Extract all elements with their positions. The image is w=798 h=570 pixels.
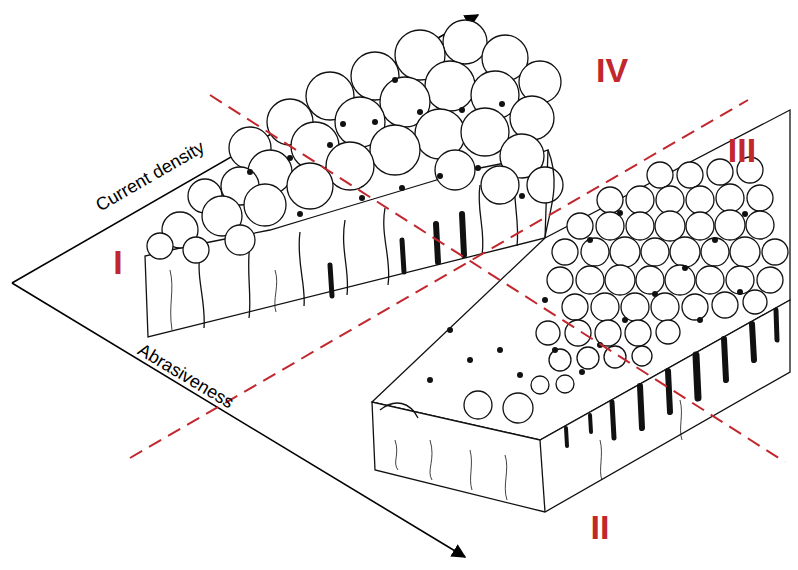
region-label: II bbox=[591, 510, 610, 544]
pit bbox=[566, 310, 777, 446]
pore-dot bbox=[427, 210, 748, 383]
pit bbox=[330, 214, 464, 296]
coating-block bbox=[372, 110, 790, 512]
section-cut bbox=[545, 150, 554, 238]
region-label: IV bbox=[596, 53, 628, 87]
pore-dot bbox=[247, 77, 525, 217]
axis-label: Abrasiveness bbox=[135, 340, 237, 411]
region-label: III bbox=[728, 133, 756, 167]
region-label: I bbox=[113, 245, 122, 279]
axis-label: Current density bbox=[93, 138, 208, 215]
region-divider bbox=[130, 95, 785, 462]
